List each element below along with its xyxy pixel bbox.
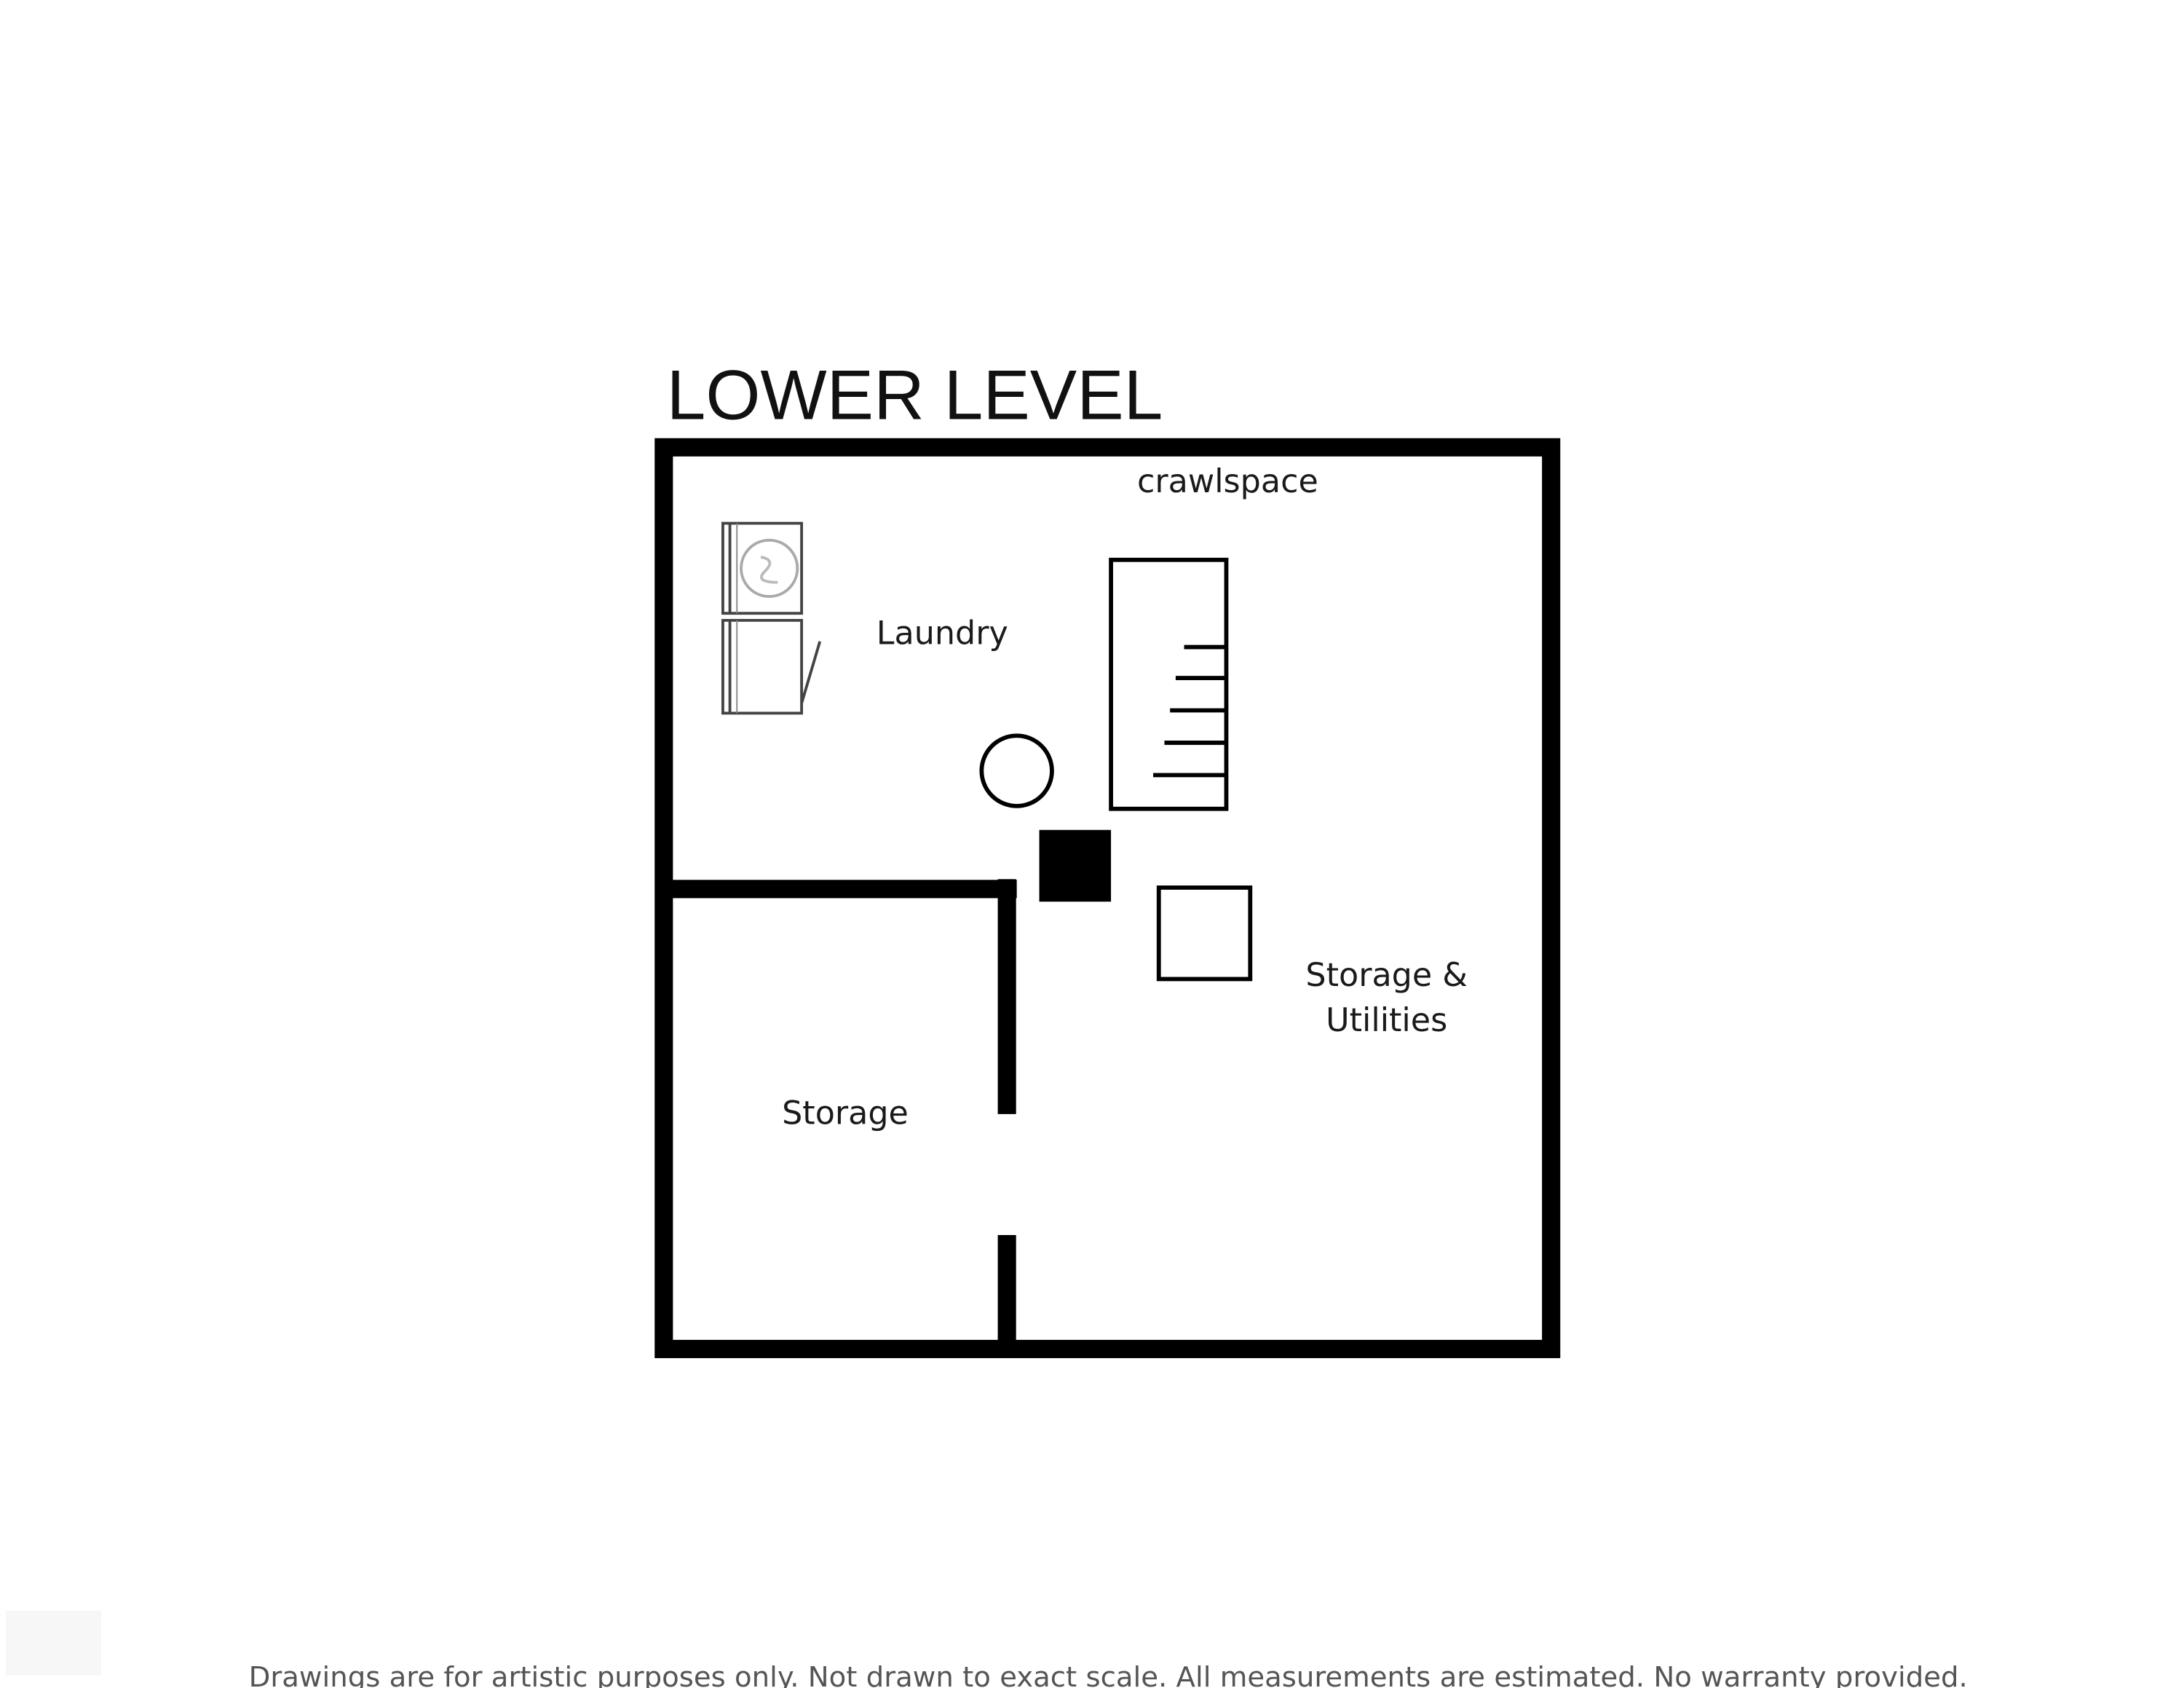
room-label-storage-utilities-line2: Utilities bbox=[1326, 1002, 1447, 1039]
plan-title: LOWER LEVEL bbox=[667, 357, 1163, 435]
corner-artifact bbox=[5, 1610, 102, 1676]
room-label-storage: Storage bbox=[782, 1095, 909, 1132]
support-post-icon bbox=[1039, 829, 1112, 902]
staircase-icon bbox=[1109, 557, 1229, 811]
room-label-crawlspace: crawlspace bbox=[1137, 463, 1318, 500]
disclaimer-text: Drawings are for artistic purposes only.… bbox=[249, 1661, 1968, 1688]
washer-dryer-icon bbox=[721, 521, 822, 715]
water-heater-icon bbox=[979, 733, 1054, 808]
room-label-storage-utilities-line1: Storage & bbox=[1305, 957, 1468, 994]
furnace-icon bbox=[1156, 885, 1253, 982]
room-label-laundry: Laundry bbox=[877, 615, 1008, 652]
